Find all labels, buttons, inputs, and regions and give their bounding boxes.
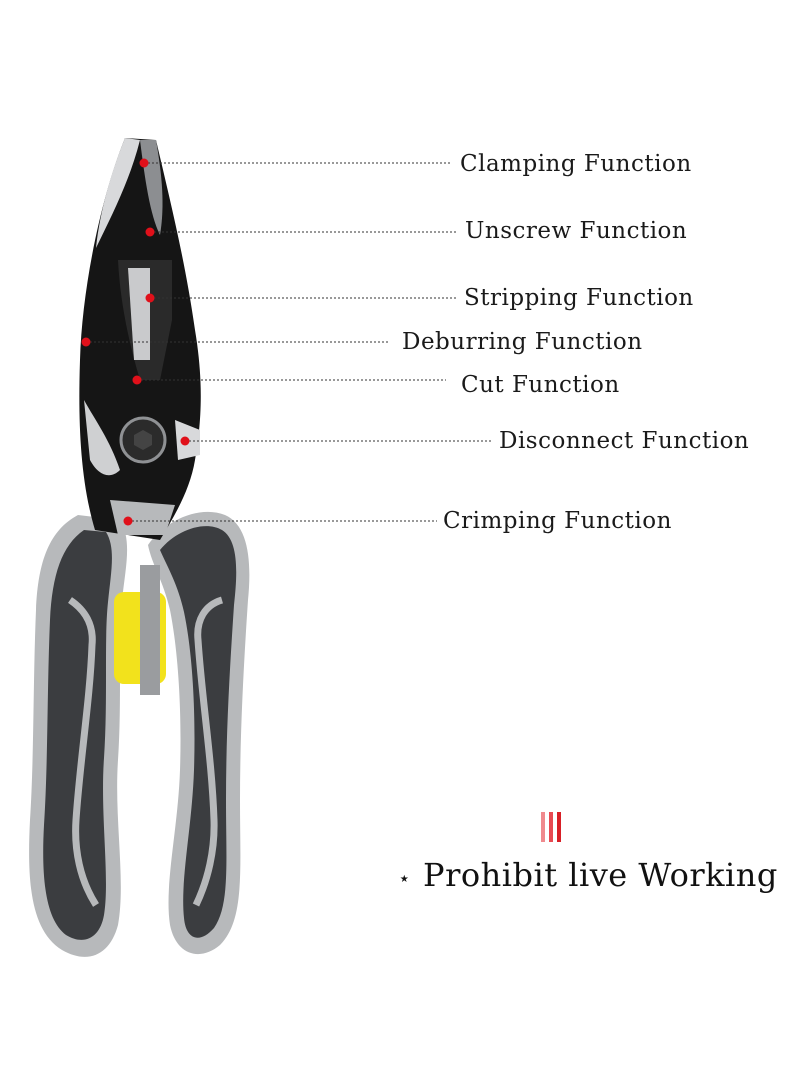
marker-clamping <box>139 158 149 168</box>
spring-shaft <box>140 565 160 695</box>
left-handle <box>29 515 128 957</box>
star-icon: ⋆ <box>398 865 412 890</box>
label-clamping: Clamping Function <box>460 151 692 177</box>
label-unscrew: Unscrew Function <box>465 218 688 244</box>
marker-disconnect <box>180 436 190 446</box>
marker-cut <box>132 375 142 385</box>
label-stripping: Stripping Function <box>464 285 694 311</box>
jaw-head <box>79 138 201 540</box>
marker-deburring <box>81 337 91 347</box>
warning-text: Prohibit live Working <box>423 856 778 894</box>
callout-markers <box>81 158 190 526</box>
label-disconnect: Disconnect Function <box>499 428 750 454</box>
warning-note: ⋆ Prohibit live Working <box>398 856 778 894</box>
marker-unscrew <box>145 227 155 237</box>
warning-bars-icon <box>541 812 563 842</box>
marker-crimping <box>123 516 133 526</box>
marker-stripping <box>145 293 155 303</box>
callout-leaders <box>86 162 493 522</box>
label-cut: Cut Function <box>461 372 620 398</box>
right-handle <box>148 511 250 955</box>
label-deburring: Deburring Function <box>402 329 643 355</box>
label-crimping: Crimping Function <box>443 508 672 534</box>
